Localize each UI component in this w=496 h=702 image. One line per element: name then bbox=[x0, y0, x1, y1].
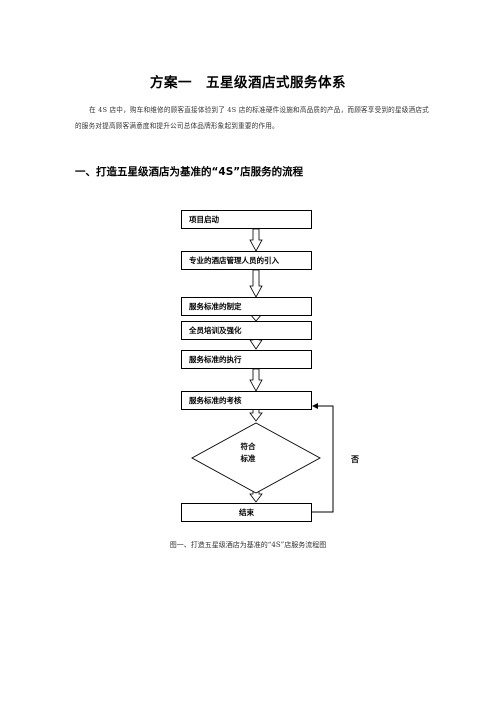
step-standard-setting: 服务标准的制定 bbox=[181, 297, 312, 316]
step-introduce-managers: 专业的酒店管理人员的引入 bbox=[181, 251, 312, 270]
intro-paragraph: 在 4S 店中，购车和维修的顾客直接体验到了 4S 店的标准硬件设施和高品质的产… bbox=[75, 106, 429, 130]
section-heading: 一、打造五星级酒店为基准的“4S”店服务的流程 bbox=[75, 166, 304, 178]
step-project-start: 项目启动 bbox=[181, 210, 312, 229]
down-arrow bbox=[249, 228, 263, 252]
down-arrow bbox=[249, 368, 263, 392]
step-training: 全员培训及强化 bbox=[181, 321, 312, 340]
down-arrow bbox=[249, 269, 263, 298]
decision-label-line2: 标准 bbox=[240, 454, 256, 463]
feedback-loop bbox=[312, 403, 334, 513]
down-arrow bbox=[249, 490, 263, 503]
step-execution: 服务标准的执行 bbox=[181, 350, 312, 369]
down-arrow bbox=[249, 408, 263, 422]
figure-caption: 图一、打造五星级酒店为基准的“4S”店服务流程图 bbox=[169, 541, 327, 549]
no-branch-label: 否 bbox=[351, 455, 359, 464]
document-title: 方案一 五星级酒店式服务体系 bbox=[150, 75, 346, 91]
decision-label: 符合 标准 bbox=[228, 441, 268, 465]
step-end: 结束 bbox=[181, 503, 312, 522]
step-assessment: 服务标准的考核 bbox=[181, 391, 312, 410]
decision-label-line1: 符合 bbox=[240, 442, 256, 451]
